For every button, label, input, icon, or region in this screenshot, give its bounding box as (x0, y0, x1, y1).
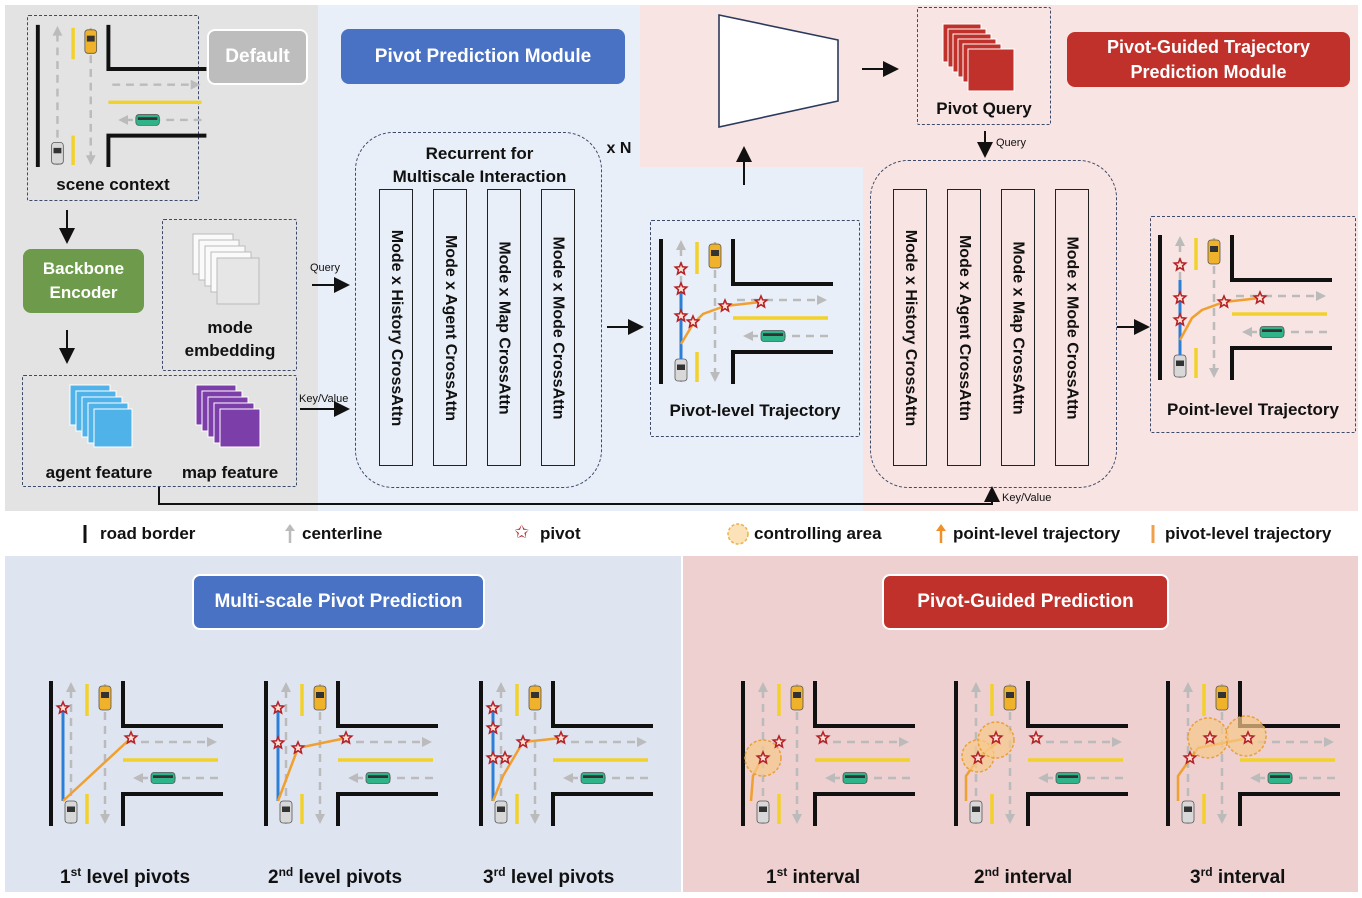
caption-2nd-level: 2nd level pivots (268, 865, 403, 888)
caption-3rd-interval: 3rd interval (1190, 865, 1286, 888)
compressor-label: Compressor (727, 60, 828, 79)
legend-centerline: centerline (302, 524, 383, 543)
caption-1st-level: 1st level pivots (60, 865, 191, 888)
multiscale-pivot-pill: Multi-scale Pivot Prediction (192, 574, 485, 630)
pivot-module-panel-bg (318, 5, 640, 511)
attn-block-agent: Mode x Agent CrossAttn (433, 189, 467, 466)
point-traj-box (1150, 216, 1356, 433)
pivot-traj-box (650, 220, 860, 437)
default-pill: Default (207, 29, 308, 85)
attn-block-mode: Mode x Mode CrossAttn (541, 189, 575, 466)
guided-module-pill: Pivot-Guided Trajectory Prediction Modul… (1067, 32, 1350, 87)
mode-embedding-box (162, 219, 297, 371)
pivot-query-label: Pivot Query (936, 99, 1032, 118)
point-traj-label: Point-level Trajectory (1167, 400, 1339, 419)
key-value-label-2: Key/Value (1002, 492, 1052, 504)
map-feature-label: map feature (181, 463, 279, 482)
legend-controlling-area: controlling area (754, 524, 882, 543)
repeat-label: x N (606, 140, 632, 157)
legend-pivot-icon: ✩ (514, 522, 530, 542)
pivot-guided-prediction-pill: Pivot-Guided Prediction (882, 574, 1169, 630)
mode-embedding-label: mode embedding (184, 318, 276, 360)
guided-attn-block-map: Mode x Map CrossAttn (1001, 189, 1035, 466)
recurrent-title: Recurrent for Multiscale Interaction (392, 144, 567, 186)
backbone-encoder-pill: Backbone Encoder (23, 249, 144, 313)
guided-attn-block-history: Mode x History CrossAttn (893, 189, 927, 466)
query-label-2: Query (996, 137, 1026, 149)
query-label: Query (310, 262, 340, 274)
scene-context-label: scene context (56, 175, 170, 194)
legend-pivot-level: pivot-level trajectory (1165, 524, 1332, 543)
caption-3rd-level: 3rd level pivots (483, 865, 615, 888)
scene-context-box (27, 15, 199, 201)
caption-2nd-interval: 2nd interval (974, 865, 1073, 888)
guided-attn-block-mode: Mode x Mode CrossAttn (1055, 189, 1089, 466)
legend-road-border: road border (100, 524, 196, 543)
legend-pivot: pivot (540, 524, 581, 543)
pivot-module-pill: Pivot Prediction Module (341, 29, 625, 84)
attn-block-history: Mode x History CrossAttn (379, 189, 413, 466)
legend-point-level: point-level trajectory (953, 524, 1121, 543)
caption-1st-interval: 1st interval (766, 865, 861, 888)
guided-attn-block-agent: Mode x Agent CrossAttn (947, 189, 981, 466)
attn-block-map: Mode x Map CrossAttn (487, 189, 521, 466)
agent-feature-label: agent feature (45, 463, 153, 482)
pivot-query-box (917, 7, 1051, 125)
pivot-traj-label: Pivot-level Trajectory (669, 401, 841, 420)
key-value-label: Key/Value (299, 393, 349, 405)
feature-box (22, 375, 297, 487)
